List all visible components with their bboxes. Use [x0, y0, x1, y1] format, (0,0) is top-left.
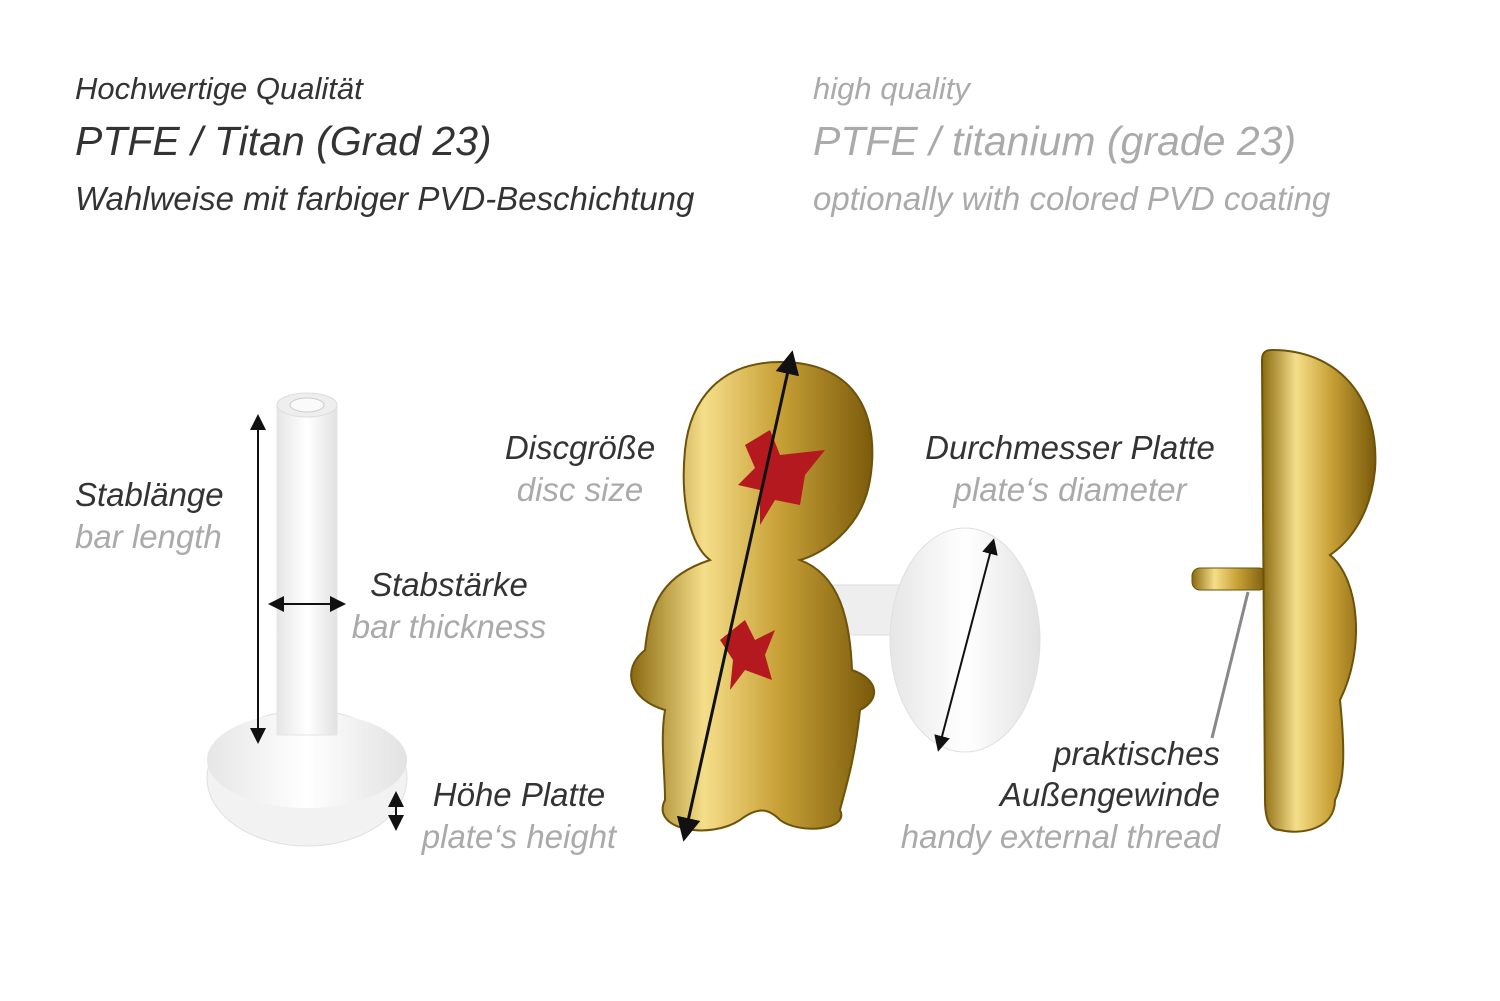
label-bar-thickness-de: Stabstärke [370, 566, 528, 603]
label-bar-thickness-en: bar thickness [351, 608, 547, 645]
label-plate-height-de: Höhe Platte [432, 776, 606, 813]
label-disc-size-en: disc size [516, 471, 644, 508]
label-thread-de-2: Außengewinde [999, 776, 1220, 813]
ptfe-disc [829, 527, 1041, 753]
voodoo-doll-front [630, 360, 876, 832]
header-en-line2: PTFE / titanium (grade 23) [813, 118, 1297, 164]
label-plate-diameter-en: plate‘s diameter [953, 471, 1187, 508]
header-de-line3: Wahlweise mit farbiger PVD-Beschichtung [75, 180, 695, 217]
header-de-line2: PTFE / Titan (Grad 23) [75, 118, 492, 164]
label-disc-size-de: Discgröße [504, 429, 656, 466]
header-de-line1: Hochwertige Qualität [75, 71, 363, 106]
ptfe-labret-base [206, 392, 408, 847]
plate-diameter-arrow [934, 538, 998, 752]
label-bar-length-en: bar length [75, 518, 222, 555]
label-plate-diameter-de: Durchmesser Platte [925, 429, 1215, 466]
header-en-line3: optionally with colored PVD coating [813, 180, 1331, 217]
thread-pointer-line [1210, 591, 1250, 739]
label-bar-length-de: Stablänge [75, 476, 224, 513]
disc-size-arrow [676, 350, 800, 842]
label-thread-en: handy external thread [900, 818, 1220, 855]
header-en-line1: high quality [813, 71, 970, 106]
label-plate-height-en: plate‘s height [421, 818, 617, 855]
label-thread-de-1: praktisches [1053, 735, 1220, 772]
voodoo-doll-side [1191, 348, 1377, 833]
